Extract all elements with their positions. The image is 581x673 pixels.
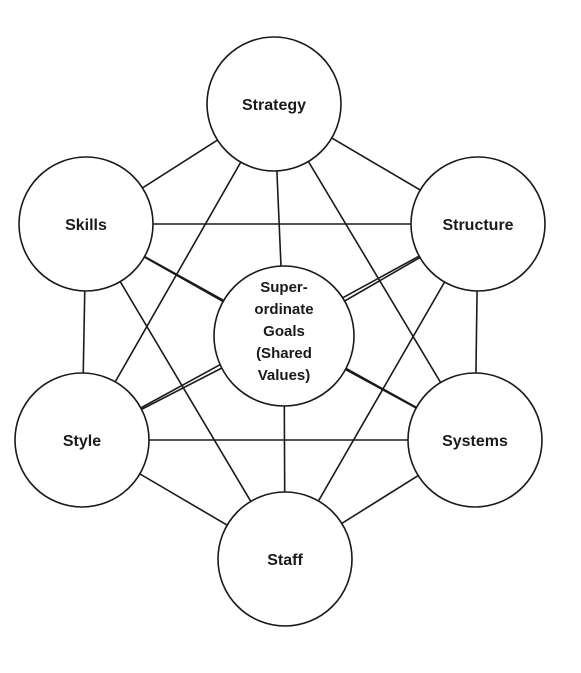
node-label-strategy: Strategy (242, 97, 306, 114)
node-structure: Structure (410, 156, 546, 292)
node-label-staff: Staff (267, 552, 303, 569)
center-label-line-5: Values) (258, 367, 311, 384)
node-center: Super- ordinate Goals (Shared Values) (213, 265, 355, 407)
center-label-line-3: Goals (263, 323, 305, 340)
center-label-line-1: Super- (260, 279, 308, 296)
center-label-line-4: (Shared (256, 345, 312, 362)
diagram-nodes: Strategy Skills Structure Style Systems … (14, 36, 546, 627)
center-label-line-2: ordinate (254, 301, 313, 318)
node-label-systems: Systems (442, 433, 508, 450)
node-strategy: Strategy (206, 36, 342, 172)
node-label-skills: Skills (65, 217, 107, 234)
node-skills: Skills (18, 156, 154, 292)
node-label-structure: Structure (442, 217, 513, 234)
node-label-style: Style (63, 433, 101, 450)
node-systems: Systems (407, 372, 543, 508)
node-style: Style (14, 372, 150, 508)
node-staff: Staff (217, 491, 353, 627)
